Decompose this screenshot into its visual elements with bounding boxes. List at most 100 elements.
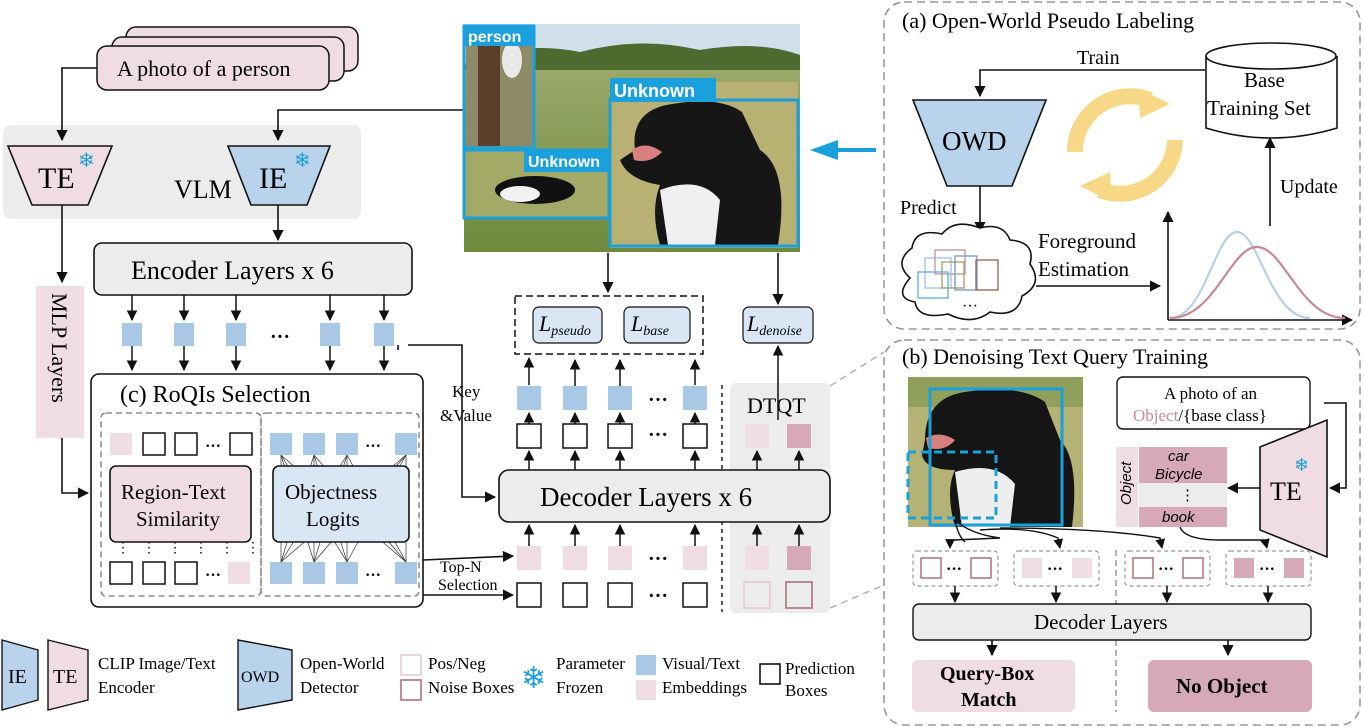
visual-embedding	[374, 323, 394, 346]
value-label: &Value	[440, 406, 492, 425]
cloud-dots: ···	[962, 298, 978, 315]
region-text-box: Region-Text Similarity	[109, 465, 252, 543]
arrow-to-group4	[1179, 526, 1270, 549]
label-unknown-small: Unknown	[528, 154, 600, 171]
foreground-line2: Estimation	[1038, 257, 1129, 281]
key-label: Key	[452, 382, 481, 401]
prompt-line1: A photo of an	[1164, 384, 1258, 403]
legend-pred-2: Boxes	[785, 681, 828, 700]
vertical-dots: ⋮	[194, 541, 208, 556]
prediction-box	[682, 582, 708, 608]
snowflake-icon: ❄	[1294, 455, 1309, 475]
prompt-stack: A photo of a person	[96, 26, 359, 91]
visual-embedding	[336, 433, 358, 455]
mlp-layers: MLP Layers	[36, 286, 84, 438]
objectness-box: Objectness Logits	[272, 465, 410, 543]
topn-line2: Selection	[438, 577, 498, 594]
visual-embedding	[395, 562, 417, 584]
query-token	[970, 557, 992, 579]
vertical-dots: ⋮	[116, 541, 130, 556]
loss-denoise: Ldenoise	[742, 306, 814, 344]
prompt-line2: Object/{base class}	[1133, 406, 1267, 425]
foreground-line1: Foreground	[1038, 229, 1136, 253]
roqi-title: (c) RoQIs Selection	[120, 382, 311, 408]
vertical-dots: ⋮	[246, 541, 260, 556]
visual-embedding	[122, 323, 142, 346]
class-bicycle: Bicycle	[1155, 466, 1203, 483]
arrow-to-group3	[999, 527, 1166, 549]
prediction-box	[607, 423, 633, 449]
legend: IE TE CLIP Image/Text Encoder OWD Open-W…	[1, 639, 855, 711]
legend-posneg-2: Noise Boxes	[428, 678, 514, 697]
prediction-box	[607, 582, 633, 608]
update-label: Update	[1280, 176, 1338, 198]
legend-pred-1: Prediction	[785, 659, 855, 678]
panel-a	[883, 1, 1361, 330]
arrow-prompt-te	[56, 67, 97, 142]
te-b-label: TE	[1270, 477, 1302, 506]
legend-text-box	[636, 680, 656, 700]
legend-embed-2: Embeddings	[662, 678, 747, 697]
legend-owd-1: Open-World	[300, 654, 385, 673]
no-object: No Object	[1148, 660, 1312, 712]
legend-frozen-2: Frozen	[556, 678, 604, 697]
query-token	[920, 557, 942, 579]
denoise-query	[745, 424, 769, 448]
query-token	[1284, 558, 1304, 578]
objectness-line2: Logits	[306, 507, 360, 531]
encoder-label: Encoder Layers x 6	[131, 256, 334, 285]
query-box-match: Query-Box Match	[912, 660, 1075, 712]
legend-clip-2: Encoder	[98, 678, 155, 697]
decoder-b: Decoder Layers	[912, 603, 1312, 641]
ellipsis: ···	[648, 585, 668, 607]
encoder-tokens: ···	[122, 295, 394, 372]
decoder-output-embedding	[563, 386, 587, 410]
loss-pseudo: Lpseudo	[532, 306, 603, 344]
prediction-box	[229, 432, 253, 456]
text-embedding	[110, 433, 132, 455]
prediction-box	[174, 561, 198, 585]
refresh-cycle-icon	[1066, 88, 1183, 202]
svg-text:Lpseudo: Lpseudo	[538, 311, 591, 339]
legend-clip-1: CLIP Image/Text	[98, 654, 216, 673]
legend-owd-icon	[237, 639, 293, 711]
loss-group	[514, 295, 704, 355]
query-token	[1132, 557, 1154, 579]
query-box-line2: Match	[961, 689, 1017, 711]
base-training-set: Base Training Set	[1205, 42, 1338, 139]
prediction-box	[562, 582, 588, 608]
arrow-train	[974, 69, 1205, 98]
visual-embedding	[270, 433, 292, 455]
base-set-line2: Training Set	[1207, 96, 1311, 120]
prediction-box	[142, 432, 166, 456]
ellipsis: ···	[648, 389, 668, 411]
denoise-embedding	[787, 546, 811, 570]
visual-embedding	[303, 433, 325, 455]
ellipsis: ···	[946, 561, 962, 578]
panel-a-title: (a) Open-World Pseudo Labeling	[902, 8, 1194, 33]
visual-embedding	[270, 562, 292, 584]
decoder-b-label: Decoder Layers	[1034, 610, 1168, 634]
te-encoder-b: TE ❄	[1259, 418, 1328, 559]
query-token	[1072, 558, 1092, 578]
legend-ie-icon	[1, 639, 39, 711]
text-embedding	[228, 562, 250, 584]
arrow-topn-1	[422, 550, 515, 563]
arrow-to-group2	[979, 528, 1064, 549]
legend-neg-box	[400, 679, 422, 701]
text-embedding	[683, 546, 707, 570]
arrow-path	[954, 519, 966, 543]
decoder-main-label: Decoder Layers x 6	[540, 482, 752, 512]
ellipsis: ···	[270, 326, 290, 348]
detection-photo: person Unknown Unknown	[462, 24, 800, 252]
decoder-output-embedding	[608, 386, 632, 410]
ellipsis: ···	[205, 438, 221, 455]
ellipsis: ···	[205, 567, 221, 584]
query-token	[1022, 558, 1042, 578]
vertical-dots: ⋮	[168, 541, 182, 556]
class-book: book	[1162, 509, 1196, 526]
prediction-box	[516, 423, 542, 449]
label-unknown-big: Unknown	[614, 81, 695, 101]
ellipsis: ···	[1158, 561, 1174, 578]
ie-encoder: IE ❄	[226, 145, 332, 206]
